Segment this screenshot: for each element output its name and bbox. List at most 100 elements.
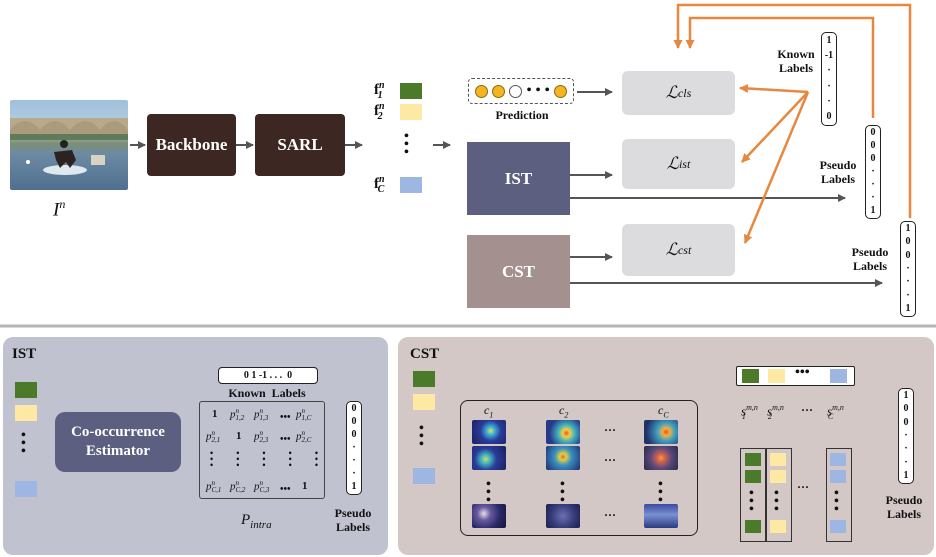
similarity-c: sm,nC xyxy=(827,403,844,421)
class-header-c: cC xyxy=(658,403,669,420)
stack-blue-cell xyxy=(830,453,846,466)
pseudo-label-entry: 1 xyxy=(903,389,909,401)
stack-green-cell xyxy=(745,470,761,483)
stack-yellow-cell xyxy=(770,520,786,533)
heatmap-thumbnail-icon xyxy=(472,504,506,528)
grid-vellipsis: ••• xyxy=(658,477,663,508)
known-label-entry: -1 xyxy=(824,49,834,61)
pseudo-label-entry: · xyxy=(352,441,356,453)
input-label: In xyxy=(53,197,66,221)
pseudo-label-entry: · xyxy=(904,456,908,468)
feature-1-swatch xyxy=(400,83,422,99)
pseudo-label-entry: 0 xyxy=(351,402,357,414)
matrix-vellipsis-row: ••••••••••••••• xyxy=(210,448,318,470)
ist-panel-title: IST xyxy=(12,346,37,362)
cst-feature-ellipsis: ••• xyxy=(419,421,424,452)
ist-feature-c-swatch xyxy=(15,481,37,497)
similarity-ellipsis: ··· xyxy=(801,403,814,417)
matrix-hellipsis: ••• xyxy=(280,484,291,495)
cst-panel-title: CST xyxy=(410,346,440,362)
prediction-vector: • • • xyxy=(468,78,574,104)
strip-yellow-cell xyxy=(768,369,785,383)
cst-feature-2-swatch xyxy=(413,394,435,410)
similarity-2: sm,n2 xyxy=(767,403,784,421)
grid-hellipsis: ··· xyxy=(604,453,617,467)
pseudo-label-entry: 1 xyxy=(905,303,911,315)
ist-feature-1-swatch xyxy=(15,382,37,398)
ist-feature-ellipsis: ••• xyxy=(21,428,26,459)
stack-green-cell xyxy=(745,453,761,466)
pseudo-label-entry: · xyxy=(871,165,875,177)
class-header-1: c1 xyxy=(484,403,494,420)
feature-c-label: fnC xyxy=(374,174,385,195)
pseudo-label-entry: · xyxy=(871,179,875,191)
stack-yellow-cell xyxy=(770,453,786,466)
feature-2-label: fn2 xyxy=(374,101,385,122)
pseudo-label-entry: 1 xyxy=(870,205,876,217)
pseudo-label-entry: 1 xyxy=(903,470,909,482)
pseudo-label-entry: 0 xyxy=(903,403,909,415)
stack-vellipsis: ••• xyxy=(774,486,779,517)
ist-feature-2-swatch xyxy=(15,405,37,421)
known-label-entry: · xyxy=(827,80,831,92)
known-label-entry: 0 xyxy=(826,111,832,123)
matrix-label: Pintra xyxy=(241,512,272,531)
stack-vellipsis: ••• xyxy=(749,486,754,517)
sarl-box: SARL xyxy=(255,114,345,176)
heatmap-thumbnail-icon xyxy=(472,446,506,470)
heatmap-thumbnail-icon xyxy=(546,420,580,444)
matrix-hellipsis: ••• xyxy=(280,434,291,445)
pseudo-label-entry: 0 xyxy=(870,152,876,164)
cst-box: CST xyxy=(467,235,570,308)
pseudo-label-entry: · xyxy=(352,468,356,480)
stack-yellow-cell xyxy=(770,470,786,483)
strip-blue-cell xyxy=(830,369,847,383)
pseudo-label-entry: · xyxy=(906,262,910,274)
pseudo-label-entry: 0 xyxy=(351,415,357,427)
grid-vellipsis: ••• xyxy=(560,477,565,508)
known-labels-vector: 1-1···0 xyxy=(821,32,837,126)
pseudo-label-entry: 0 xyxy=(903,416,909,428)
strip-hellipsis: ••• xyxy=(795,365,810,380)
stack-green-cell xyxy=(745,520,761,533)
class-header-2: c2 xyxy=(559,403,569,420)
ist-known-vector: 0 1 -1 . . . 0 xyxy=(218,367,318,384)
heatmap-thumbnail-icon xyxy=(644,420,678,444)
ist-box: IST xyxy=(467,142,570,215)
backbone-box: Backbone xyxy=(147,114,236,176)
matrix-cell: 1 xyxy=(302,480,308,492)
similarity-1: sm,n1 xyxy=(741,403,758,421)
grid-hellipsis: ··· xyxy=(604,508,617,522)
feature-c-swatch xyxy=(400,177,422,193)
heatmap-thumbnail-icon xyxy=(644,504,678,528)
heatmap-thumbnail-icon xyxy=(546,446,580,470)
pseudo-label-entry: · xyxy=(906,289,910,301)
matrix-cell: 1 xyxy=(236,430,242,442)
prediction-label: Prediction xyxy=(495,108,549,122)
pseudo-label-entry: 1 xyxy=(351,481,357,493)
pseudo-label-entry: 0 xyxy=(870,139,876,151)
grid-vellipsis: ••• xyxy=(486,477,491,508)
pseudo-label-entry: 1 xyxy=(905,222,911,234)
stack-blue-cell xyxy=(830,520,846,533)
pseudo-label-entry: · xyxy=(871,192,875,204)
cst-feature-c-swatch xyxy=(413,468,435,484)
